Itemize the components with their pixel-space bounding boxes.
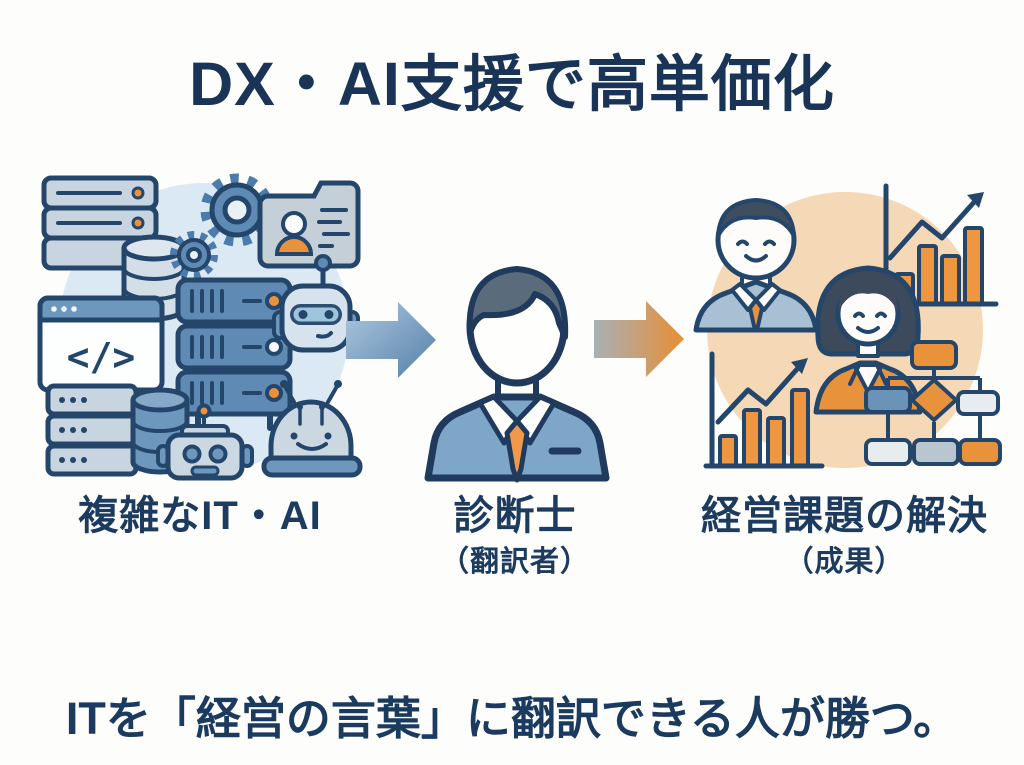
- consultant-person-icon: [424, 266, 610, 483]
- code-window-icon: </>: [37, 295, 165, 393]
- business-outcome-cluster: [693, 183, 1002, 469]
- ai-robot-icon: [261, 380, 363, 478]
- id-card-icon: [257, 180, 361, 269]
- arrow-it-to-consultant: [346, 302, 436, 378]
- illustration-consultant: [422, 245, 612, 483]
- flowchart-icon: [864, 340, 1002, 466]
- step-label-consultant: 診断士: [453, 494, 577, 538]
- page-title: DX・AI支援で高単価化: [189, 50, 835, 118]
- code-glyph-text: </>: [67, 335, 136, 379]
- businessman-icon: [693, 198, 819, 333]
- arrow-consultant-to-results: [594, 300, 684, 378]
- complex-it-ai-cluster: </>: [37, 173, 363, 481]
- small-robot-icon: [156, 403, 254, 481]
- server-rack-icon: [175, 277, 293, 431]
- robot-head-icon: [272, 254, 360, 353]
- step-sublabel-results: （成果）: [784, 546, 905, 578]
- illustration-business-outcome: [690, 178, 1002, 478]
- bottom-message: ITを「経営の言葉」に翻訳できる人が勝つ。: [65, 693, 959, 744]
- step-label-business-outcome: 経営課題の解決: [701, 494, 988, 538]
- bar-chart-icon: [703, 351, 825, 469]
- right-arrow-icon: [346, 302, 436, 378]
- step-sublabel-translator: （翻訳者）: [439, 546, 590, 578]
- step-label-complex-it-ai: 複雑なIT・AI: [78, 494, 322, 538]
- illustration-complex-it-ai: </>: [32, 158, 363, 481]
- right-arrow-icon: [594, 301, 684, 377]
